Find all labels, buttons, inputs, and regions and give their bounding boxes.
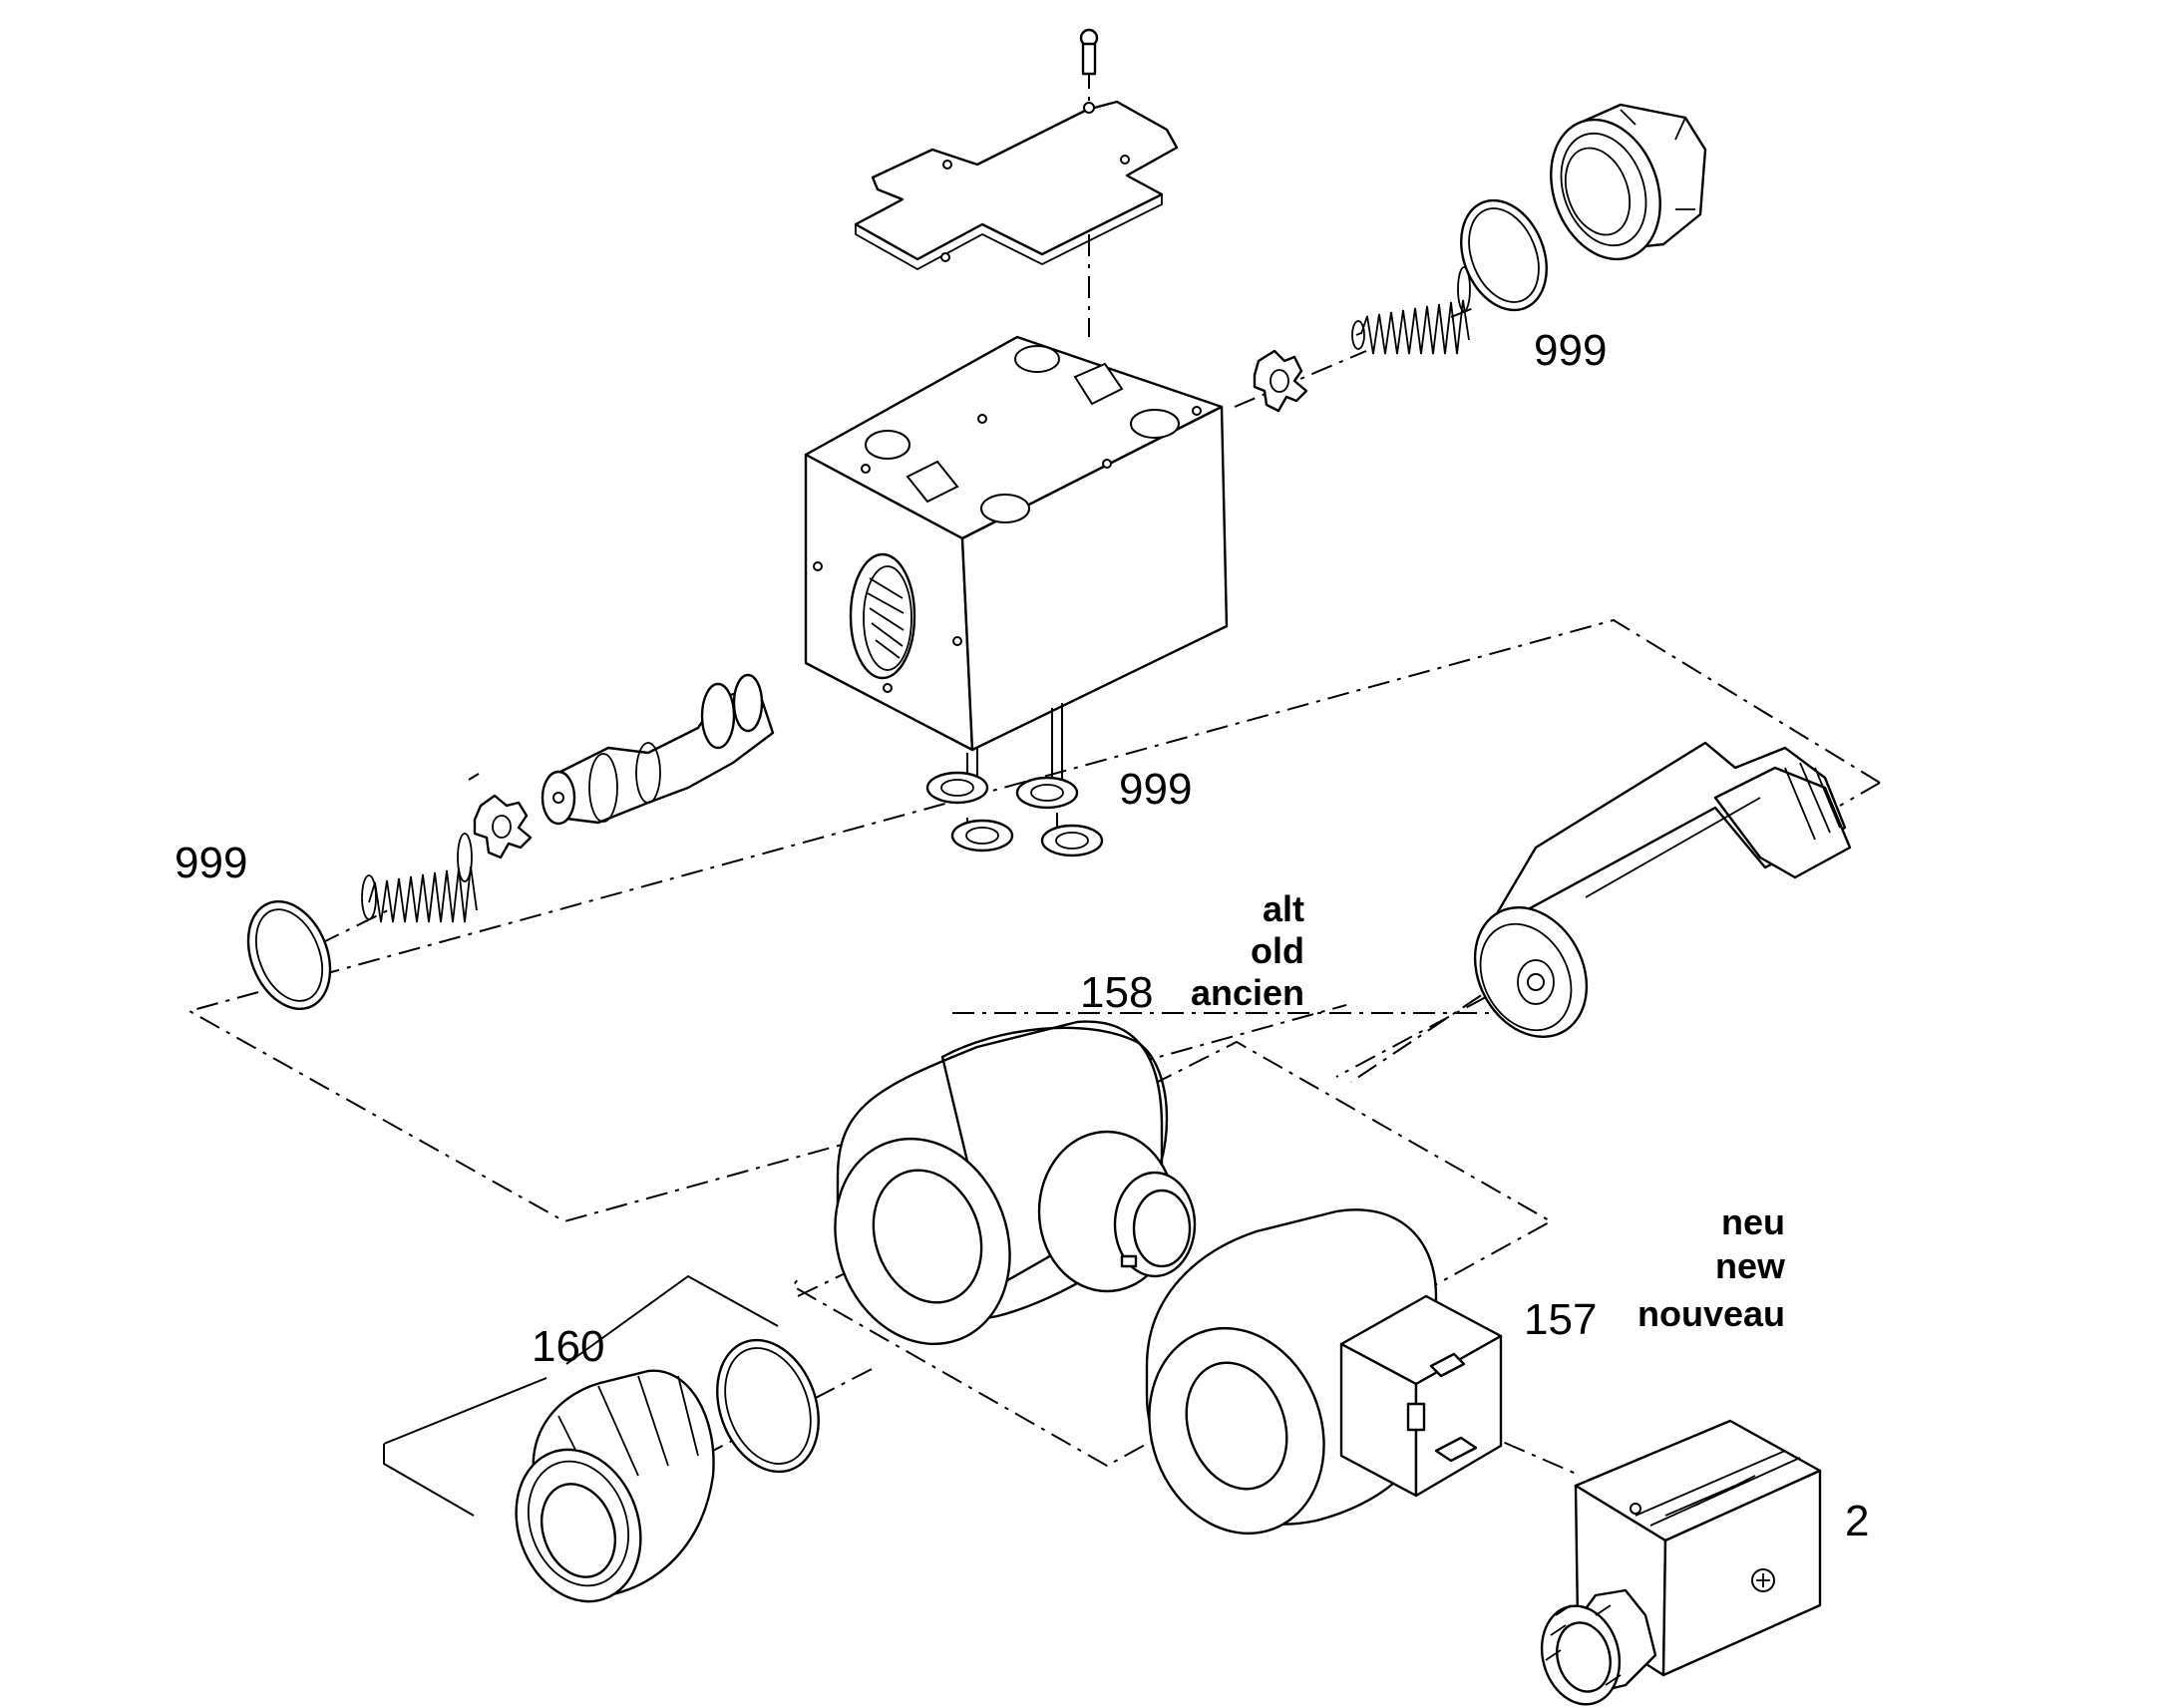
label-999-left: 999 <box>175 839 247 887</box>
cover-plate <box>854 100 1179 271</box>
old-note-fr: ancien <box>1191 972 1304 1013</box>
reference-labels: 999 999 999 158 157 160 2 <box>175 326 1869 1545</box>
label-999-middle: 999 <box>1119 765 1192 814</box>
hex-plug <box>1550 103 1707 261</box>
left-spider-washer <box>473 794 533 859</box>
old-note-de: alt <box>1263 888 1304 929</box>
valve-body <box>804 335 1229 752</box>
cover-screw <box>1079 28 1099 76</box>
small-seal-rings <box>925 771 1104 857</box>
left-o-ring <box>246 899 332 1011</box>
valve-spool <box>541 673 775 826</box>
old-version-note: alt old ancien <box>1191 888 1304 1013</box>
new-note-fr: nouveau <box>1637 1293 1785 1334</box>
coil-o-ring <box>716 1338 820 1474</box>
connector-plug-2 <box>1540 1419 1822 1706</box>
right-spider-washer <box>1253 349 1308 413</box>
label-160: 160 <box>532 1322 604 1371</box>
right-spring <box>1351 266 1471 355</box>
new-version-note: neu new nouveau <box>1637 1201 1786 1334</box>
label-157: 157 <box>1524 1295 1597 1344</box>
knurled-nut-160 <box>515 1369 715 1603</box>
solenoid-tube <box>1473 741 1852 1039</box>
label-2: 2 <box>1845 1497 1869 1545</box>
coil-158 <box>834 1020 1197 1346</box>
coil-157 <box>1145 1208 1503 1536</box>
label-999-upper: 999 <box>1534 326 1607 375</box>
label-158: 158 <box>1080 968 1153 1017</box>
new-note-de: neu <box>1721 1201 1785 1242</box>
right-o-ring <box>1460 198 1548 312</box>
left-spring <box>361 833 478 923</box>
port-guides <box>966 703 1063 828</box>
old-note-en: old <box>1251 930 1304 971</box>
new-note-en: new <box>1715 1245 1786 1286</box>
